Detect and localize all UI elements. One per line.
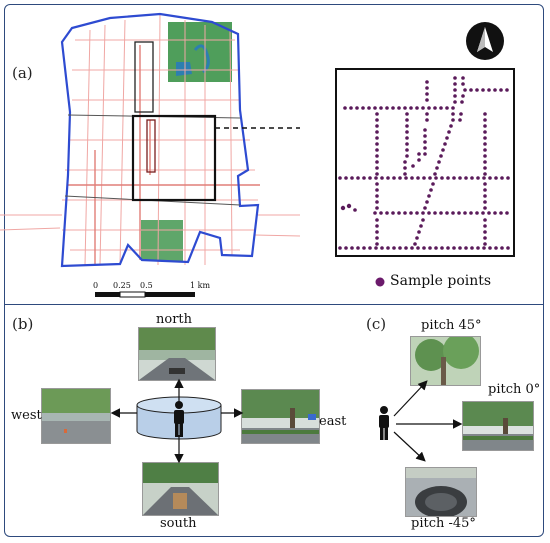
direction-south-label: south [160,516,197,531]
observer-icon [379,406,389,440]
panorama-cylinder-diagram [110,378,244,464]
person-icon [174,401,184,437]
lake-shape [176,62,192,76]
panel-divider [4,304,544,305]
direction-north-label: north [156,312,193,327]
pitch-diagram [379,380,463,462]
photo-north [138,327,216,381]
panel-c-label: (c) [366,315,387,333]
pitch-45-label: pitch 45° [421,318,482,333]
photo-pitch-45 [410,336,481,386]
pitch-minus-45-label: pitch -45° [411,516,476,531]
scale-tick-0: 0 [93,281,99,290]
scale-bar [95,291,195,298]
scale-tick-05: 0.5 [140,281,153,290]
photo-pitch-0 [462,401,534,451]
pitch-0-label: pitch 0° [488,382,541,397]
park-area-south [141,220,183,261]
zoom-box [131,114,217,202]
north-arrow-icon [466,22,504,60]
photo-west [41,388,111,444]
city-map [0,12,300,268]
sample-points-zoom [335,68,515,257]
scale-tick-1km: 1 km [190,281,211,290]
direction-west-label: west [11,408,42,423]
panel-b-label: (b) [12,315,34,333]
photo-east [241,389,320,444]
city-boundary [60,12,260,268]
panel-a-label: (a) [12,64,33,82]
sample-row-1 [343,106,455,110]
figure-frame [4,4,544,537]
direction-east-label: east [319,414,347,429]
photo-south [142,462,219,516]
photo-pitch-minus-45 [405,467,477,517]
legend-marker [375,277,385,287]
legend-label: Sample points [390,273,492,289]
scale-tick-025: 0.25 [113,281,131,290]
